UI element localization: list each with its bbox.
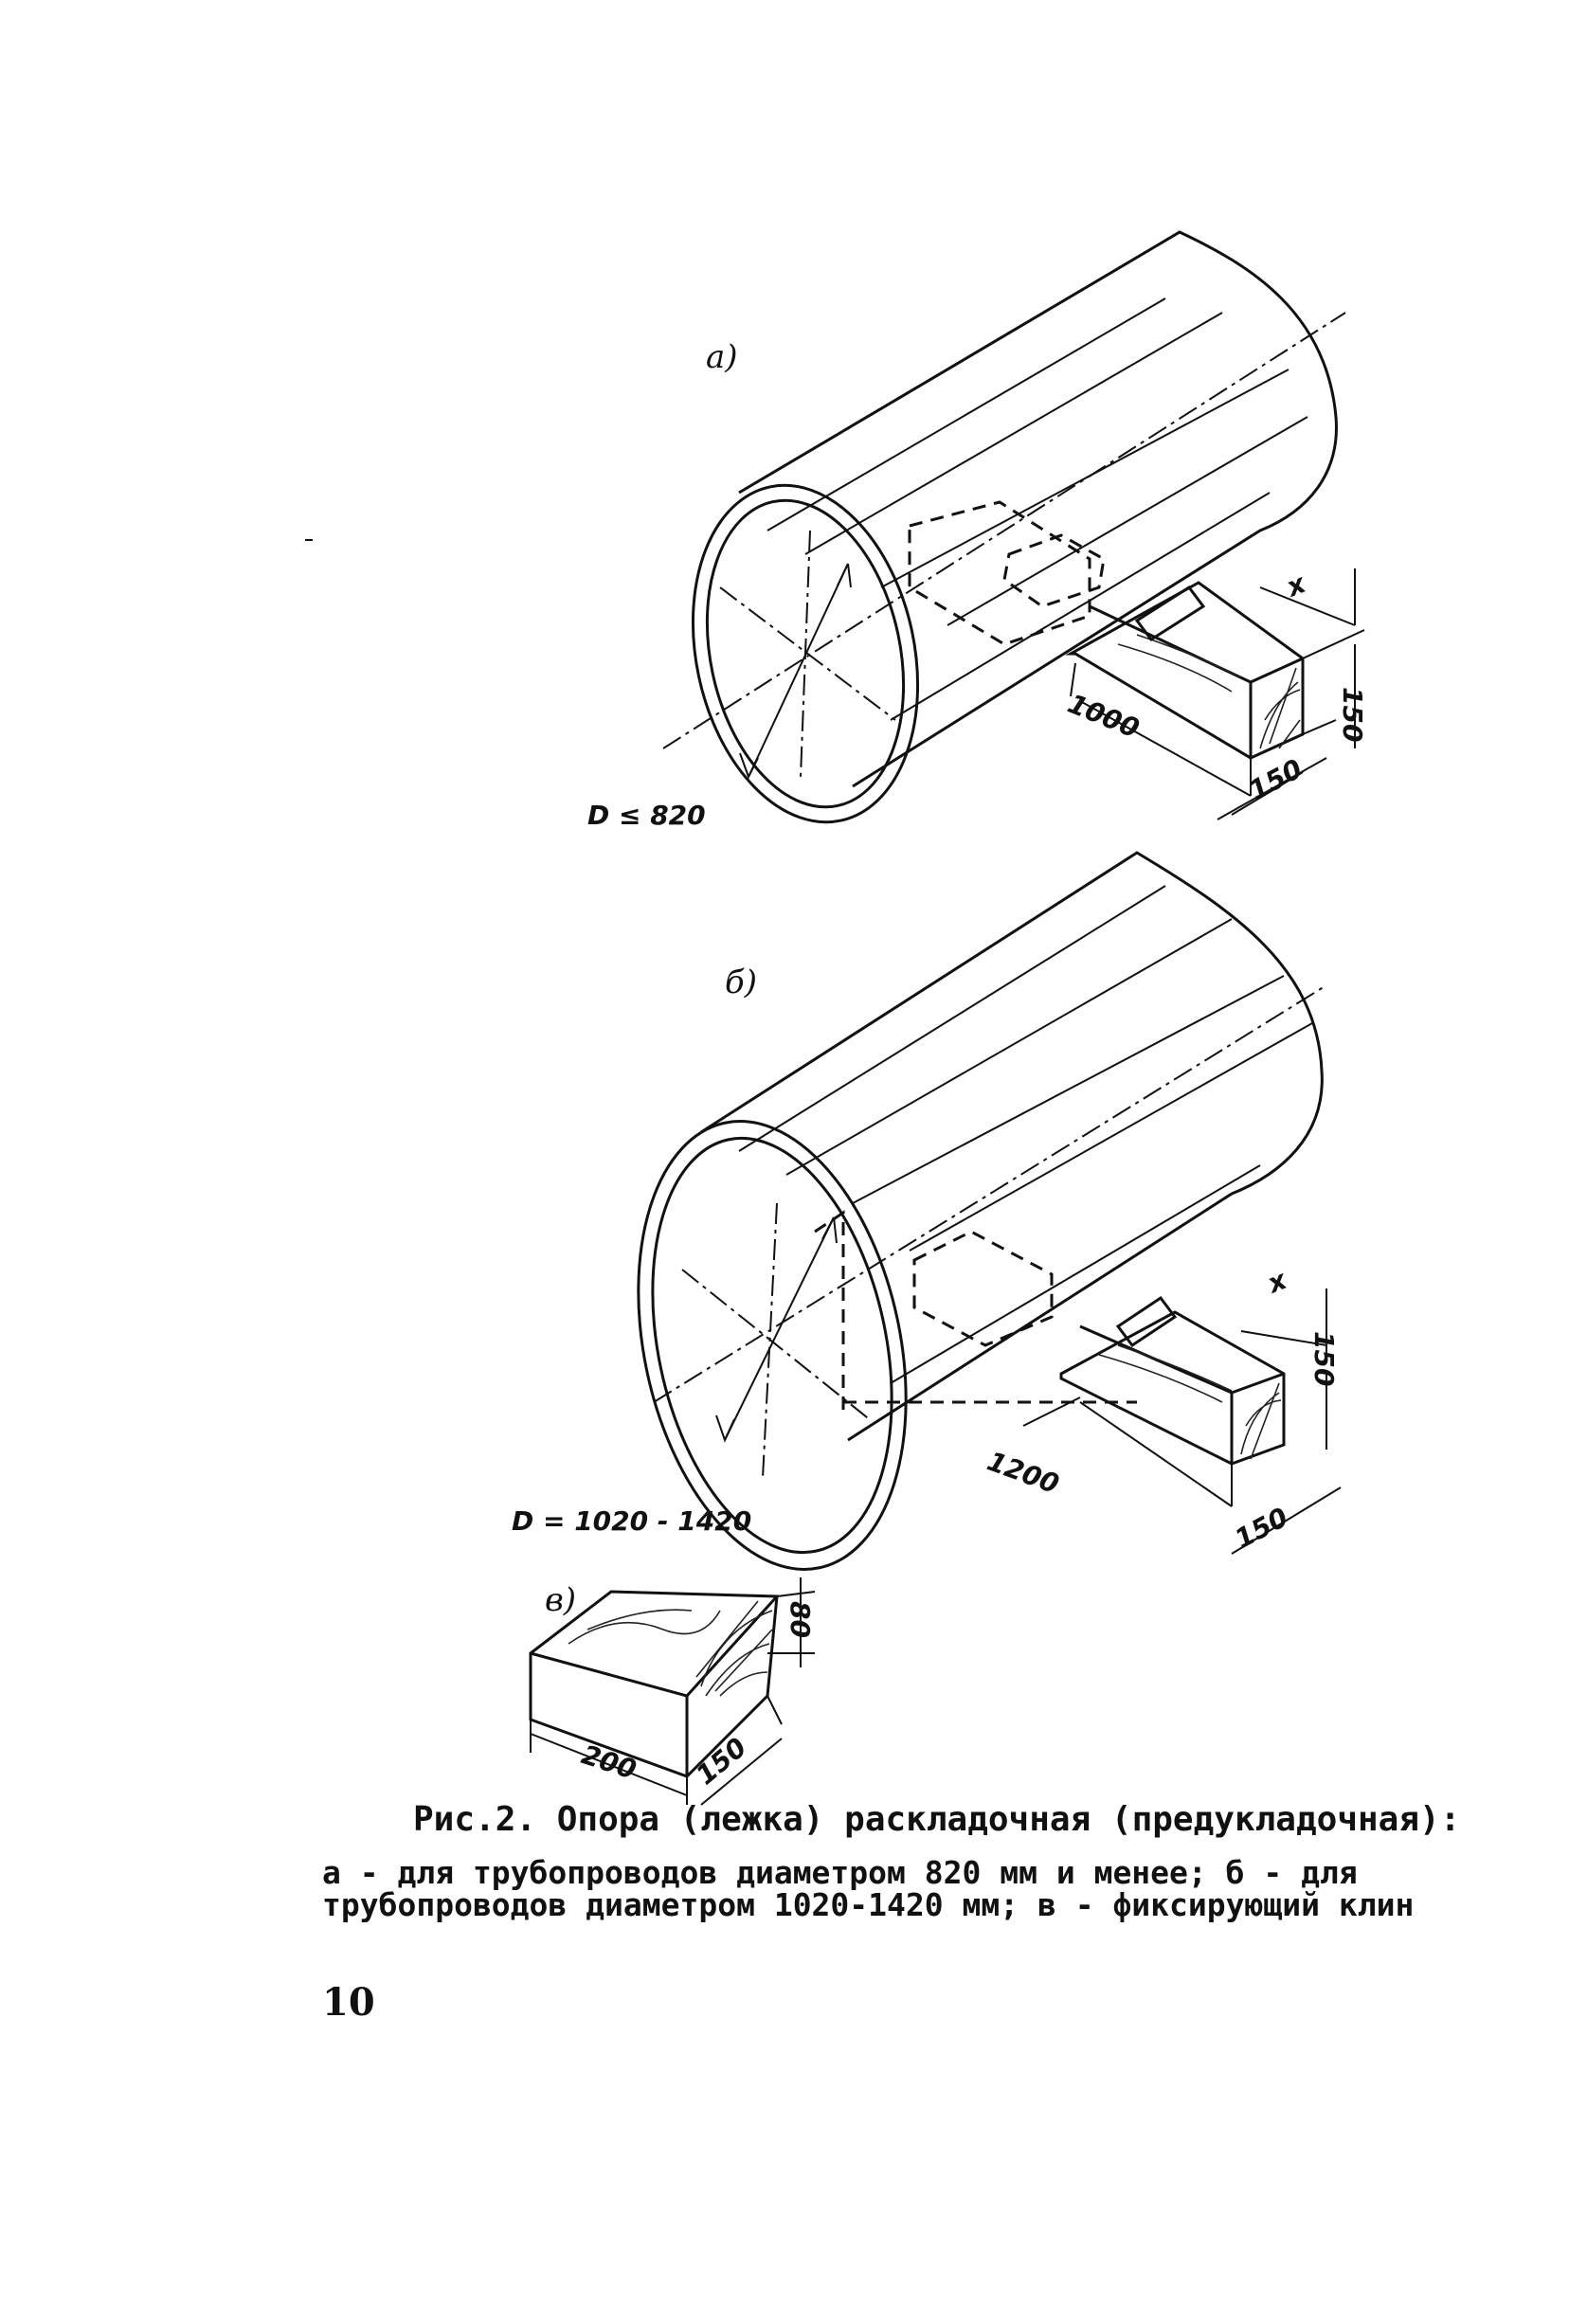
- figure-caption-title: Рис.2. Опора (лежка) раскладочная (преду…: [413, 1800, 1461, 1839]
- figure-b-beam: [1059, 1310, 1286, 1466]
- figure-a-pipe-end-inner: [705, 498, 906, 809]
- figure-a-wedge: [1134, 585, 1206, 642]
- figure-b-pipe-body: [700, 851, 1324, 1442]
- figure-b-length-dimension: 1200: [983, 1446, 1064, 1501]
- figure-b-width-dimension: 150: [1230, 1502, 1293, 1556]
- figure-b-label: б): [725, 964, 757, 1001]
- figure-a-label: a): [706, 338, 738, 376]
- figure-a-length-dimension: 1000: [1063, 688, 1144, 745]
- page-number: 10: [322, 1980, 375, 2025]
- figure-a-pipe-body: [738, 230, 1338, 788]
- figure-a-pipe-end-outer: [691, 483, 920, 824]
- figure-a-height-dimension: 150: [1337, 687, 1368, 742]
- figure-b-wedge: [1115, 1295, 1178, 1348]
- figure-b-height-dimension: 150: [1308, 1331, 1340, 1386]
- figure-b-pipe-support: [637, 851, 1342, 1571]
- figure-b-diameter-label: D = 1020 - 1420: [512, 1505, 751, 1537]
- figure-c-length-dimension: 200: [578, 1738, 640, 1785]
- figure-b-axis: [653, 984, 1327, 1403]
- figure-c-width-dimension: 150: [690, 1732, 752, 1792]
- figure-caption-description: а - для трубопроводов диаметром 820 мм и…: [322, 1854, 1415, 1923]
- figure-b-pipe-end-outer: [637, 1120, 908, 1571]
- figure-c-wedge-detail: [529, 1577, 816, 1806]
- figure-a-width-dimension: 150: [1244, 753, 1308, 807]
- figure-a-diameter-label: D ≤ 820: [587, 800, 706, 831]
- figure-c-label: в): [545, 1581, 576, 1619]
- figure-c-height-dimension: 80: [784, 1601, 816, 1638]
- figure-b-pipe-end-inner: [651, 1136, 893, 1555]
- figure-a-axis: [662, 312, 1346, 749]
- figure-a-pipe-support: [662, 230, 1365, 824]
- figure-b-offset-dimension: x: [1261, 1264, 1291, 1300]
